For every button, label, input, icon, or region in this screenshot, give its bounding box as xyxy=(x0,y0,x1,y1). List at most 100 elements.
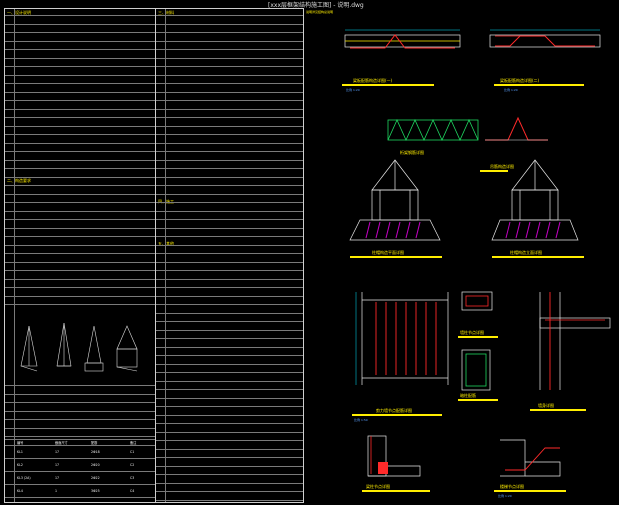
table-cell: 1 xyxy=(55,489,58,493)
label-underline xyxy=(458,336,498,338)
scale-note-4: 比例 1:20 xyxy=(498,494,512,498)
sheet-rule-line xyxy=(156,100,303,101)
sheet-rule-line xyxy=(156,245,303,246)
sheet-rule-line xyxy=(156,321,303,322)
detail-label-8: 墙柱节点详图 xyxy=(460,330,484,335)
sheet-rule-line xyxy=(156,423,303,424)
table-cell: C1 xyxy=(130,450,135,454)
sheet-rule-line xyxy=(156,304,303,305)
sheet-rule-line xyxy=(156,185,303,186)
table-cell: 2Φ18 xyxy=(91,450,100,454)
sheet-rule-line xyxy=(156,432,303,433)
sheet-rule-line xyxy=(5,211,155,212)
section-header-other: 五、其他 xyxy=(158,241,174,246)
table-cell: KL1 xyxy=(17,450,23,454)
sheet-rule-line xyxy=(5,100,155,101)
sheet-rule-line xyxy=(5,253,155,254)
sheet-rule-line xyxy=(156,15,303,16)
table-cell: C4 xyxy=(130,489,135,493)
sheet-rule-line xyxy=(5,428,155,429)
sheet-rule-line xyxy=(156,253,303,254)
sheet-rule-line xyxy=(156,92,303,93)
sheet-rule-line xyxy=(156,24,303,25)
table-cell: 3Φ25 xyxy=(91,489,100,493)
table-cell: KL4 xyxy=(17,489,23,493)
label-underline xyxy=(492,256,584,258)
label-underline xyxy=(530,409,586,411)
sheet-rule-line xyxy=(156,151,303,152)
sheet-rule-line xyxy=(156,483,303,484)
detail-label-6: 柱帽构造立面详图 xyxy=(510,250,542,255)
sheet-rule-line xyxy=(156,457,303,458)
section-header-build: 四、施工 xyxy=(158,199,174,205)
scale-note-1: 比例 1:20 xyxy=(346,88,360,92)
number-column-divider xyxy=(165,9,166,502)
column-cap-sketches xyxy=(20,322,138,372)
sheet-rule-line xyxy=(5,151,155,152)
sheet-rule-line xyxy=(156,296,303,297)
sheet-rule-line xyxy=(156,270,303,271)
sheet-rule-line xyxy=(156,228,303,229)
table-header-note: 备注 xyxy=(130,441,137,445)
sheet-rule-line xyxy=(156,372,303,373)
sheet-rule-line xyxy=(156,117,303,118)
sheet-rule-line xyxy=(156,219,303,220)
sheet-rule-line xyxy=(5,58,155,59)
sheet-rule-line xyxy=(5,436,155,437)
sheet-rule-line xyxy=(5,394,155,395)
table-header-rebar: 配筋 xyxy=(91,441,98,445)
detail-label-10: 墙身详图 xyxy=(538,403,554,408)
section-header-design: 一、设计说明 xyxy=(7,10,31,15)
sheet-rule-line xyxy=(156,134,303,135)
window-title: [xxx层框架结构施工图] - 说明.dwg xyxy=(268,2,364,9)
sheet-rule-line xyxy=(5,236,155,237)
detail-label-4: 吊筋构造详图 xyxy=(490,164,514,169)
sheet-rule-line xyxy=(156,330,303,331)
table-cell: 17 xyxy=(55,476,60,480)
sheet-rule-line xyxy=(156,143,303,144)
sheet-rule-line xyxy=(5,41,155,42)
sheet-rule-line xyxy=(5,160,155,161)
scale-note-3: 比例 1:50 xyxy=(354,418,368,422)
sheet-rule-line xyxy=(156,406,303,407)
sheet-rule-line xyxy=(5,219,155,220)
sheet-rule-line xyxy=(5,194,155,195)
sheet-rule-line xyxy=(5,66,155,67)
sheet-rule-line xyxy=(156,389,303,390)
sheet-rule-line xyxy=(156,211,303,212)
table-cell: 2Φ20 xyxy=(91,463,100,467)
sheet-rule-line xyxy=(5,411,155,412)
scale-note-2: 比例 1:20 xyxy=(504,88,518,92)
table-row xyxy=(5,484,155,485)
table-cell: KL3 (2A) xyxy=(17,476,31,480)
sheet-rule-line xyxy=(156,440,303,441)
sheet-rule-line xyxy=(156,364,303,365)
label-underline xyxy=(494,490,566,492)
sheet-rule-line xyxy=(5,202,155,203)
sheet-rule-line xyxy=(5,75,155,76)
sheet-rule-line xyxy=(5,304,155,305)
section-header-construction: 二、构造要求 xyxy=(7,178,31,183)
sheet-rule-line xyxy=(156,126,303,127)
sheet-rule-line xyxy=(5,419,155,420)
sheet-rule-line xyxy=(156,500,303,501)
sheet-rule-line xyxy=(5,262,155,263)
table-cell: C2 xyxy=(130,463,135,467)
label-underline xyxy=(342,84,434,86)
detail-label-11: 梁柱节点详图 xyxy=(366,484,390,489)
sheet-rule-line xyxy=(5,92,155,93)
sheet-rule-line xyxy=(156,415,303,416)
sheet-rule-line xyxy=(156,168,303,169)
sheet-rule-line xyxy=(5,49,155,50)
sheet-rule-line xyxy=(5,143,155,144)
detail-label-12: 楼梯节点详图 xyxy=(500,484,524,489)
sheet-rule-line xyxy=(5,385,155,386)
sheet-rule-line xyxy=(156,338,303,339)
sheet-rule-line xyxy=(156,398,303,399)
label-underline xyxy=(352,414,442,416)
sheet-rule-line xyxy=(5,279,155,280)
